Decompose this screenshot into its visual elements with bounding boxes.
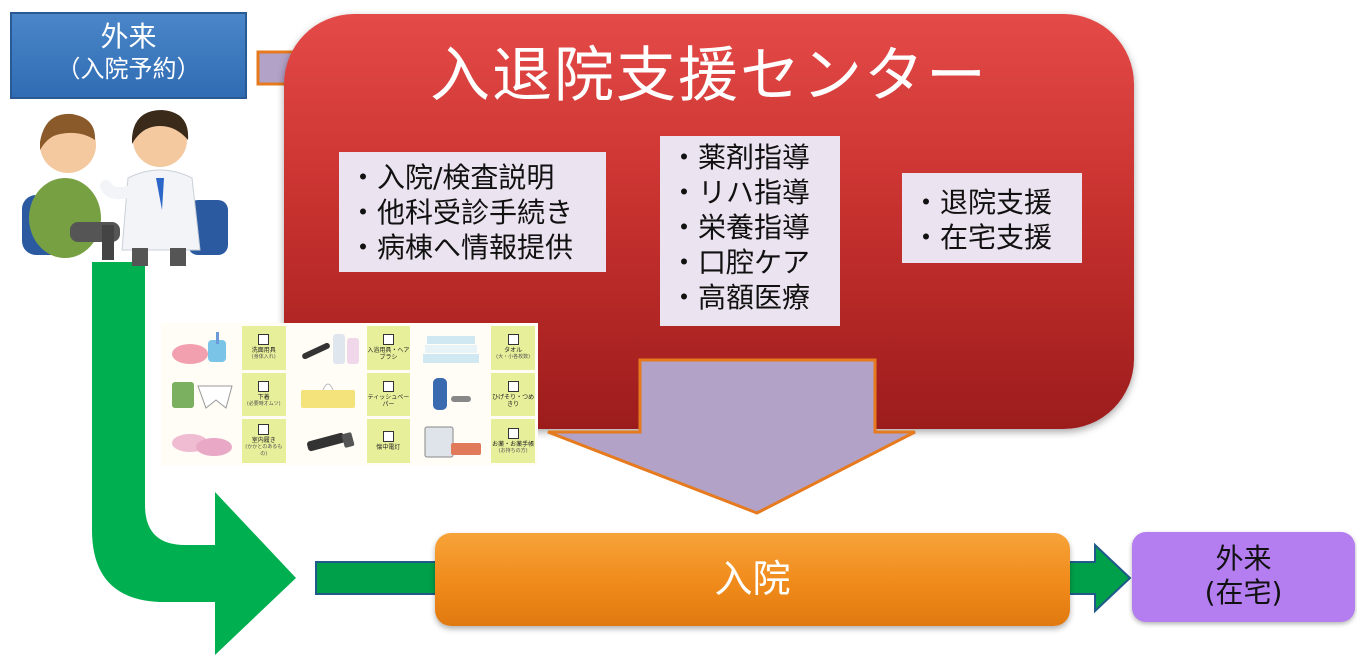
toiletries-icon bbox=[171, 331, 226, 364]
outpatient-subtitle: （入院予約） bbox=[56, 55, 201, 83]
center-title: 入退院支援センター bbox=[430, 41, 988, 111]
shaver-icon bbox=[433, 378, 472, 411]
checklist-item: 下着(必要時オムツ) bbox=[164, 372, 286, 417]
list-item: ・栄養指導 bbox=[670, 211, 811, 244]
checklist-item: 洗面用具(身体入れ) bbox=[164, 326, 286, 370]
list-item: ・口腔ケア bbox=[670, 246, 811, 279]
underwear-icon bbox=[171, 382, 233, 410]
list-item: ・在宅支援 bbox=[912, 221, 1053, 254]
checklist-item: 入浴用具・ヘアブラシ bbox=[289, 326, 411, 370]
admission-box: 入院 bbox=[435, 533, 1070, 626]
guidance-items-box: ・薬剤指導 ・リハ指導 ・栄養指導 ・口腔ケア ・高額医療 bbox=[660, 136, 840, 326]
towel-icon bbox=[423, 335, 480, 363]
doctor-patient-illustration bbox=[22, 110, 228, 266]
outpatient-reservation-box: 外来 （入院予約） bbox=[10, 12, 247, 99]
list-item: ・退院支援 bbox=[912, 186, 1053, 219]
green-flow-arrow bbox=[92, 262, 296, 655]
checklist-item: お薬・お薬手帳(お持ちの方) bbox=[413, 419, 535, 463]
checklist-item: ティッシュペーパー bbox=[289, 372, 411, 417]
checklist-item: ひげそり・つめきり bbox=[413, 372, 535, 417]
explanation-items-box: ・入院/検査説明 ・他科受診手続き ・病棟へ情報提供 bbox=[339, 152, 606, 272]
flashlight-icon bbox=[306, 432, 354, 452]
belongings-checklist: 洗面用具(身体入れ) 入浴用具・ヘアブラシ タオル(大・小各枚数) 下着(必要時… bbox=[161, 323, 538, 466]
checklist-item: 懐中電灯 bbox=[289, 419, 411, 463]
discharge-items-box: ・退院支援 ・在宅支援 bbox=[902, 173, 1082, 263]
list-item: ・高額医療 bbox=[670, 281, 811, 314]
list-item: ・病棟へ情報提供 bbox=[349, 231, 574, 264]
down-arrow-to-admission bbox=[547, 358, 916, 515]
green-bar-left bbox=[315, 561, 441, 595]
tissue-icon bbox=[300, 384, 355, 409]
list-item: ・薬剤指導 bbox=[670, 141, 811, 174]
checklist-item: 室内履き(かかとのあるもの) bbox=[164, 419, 286, 463]
outpatient-home-box: 外来 (在宅) bbox=[1132, 532, 1355, 622]
outpatient-home-title: 外来 bbox=[1215, 542, 1272, 575]
checklist-item: タオル(大・小各枚数) bbox=[413, 326, 535, 370]
list-item: ・入院/検査説明 bbox=[349, 161, 555, 194]
arrow-to-outpatient bbox=[1067, 542, 1132, 614]
slippers-icon bbox=[171, 434, 232, 457]
list-item: ・他科受診手続き bbox=[349, 196, 574, 229]
outpatient-title: 外来 bbox=[100, 20, 157, 53]
bath-items-icon bbox=[301, 333, 359, 364]
list-item: ・リハ指導 bbox=[670, 176, 811, 209]
outpatient-home-subtitle: (在宅) bbox=[1204, 576, 1283, 609]
medicine-icon bbox=[424, 426, 482, 458]
